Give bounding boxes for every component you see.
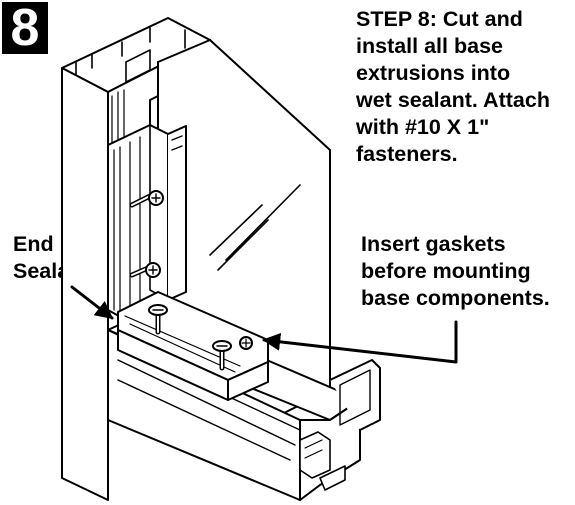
step-instruction: STEP 8: Cut and install all base extrusi… <box>356 6 574 168</box>
gasket-line: Insert gaskets <box>361 232 506 256</box>
vertical-glass-stop <box>107 124 187 321</box>
sill-screw-right <box>212 340 232 371</box>
step-line: STEP 8: Cut and <box>356 7 523 31</box>
step-line: wet sealant. Attach <box>356 88 550 112</box>
step-number-badge: 8 <box>2 2 48 54</box>
end-sealant-line: End <box>13 232 54 256</box>
step-line: extrusions into <box>356 61 511 85</box>
jamb-screw-lower <box>129 262 161 278</box>
gasket-line: before mounting <box>361 259 531 283</box>
corner-screw <box>239 336 253 350</box>
gasket-line: base components. <box>361 286 550 310</box>
vertical-jamb-mullion <box>61 17 211 501</box>
step-line: fasteners. <box>356 142 458 166</box>
sill-end-gasket <box>299 431 346 491</box>
gasket-callout: Insert gaskets before mounting base comp… <box>361 231 573 312</box>
jamb-screw-upper <box>129 190 164 208</box>
end-sealant-arrow <box>70 285 114 320</box>
sill-screw-left <box>148 304 168 335</box>
step-line: install all base <box>356 34 503 58</box>
step-line: with #10 X 1" <box>356 115 490 139</box>
gasket-arrow <box>262 320 458 364</box>
